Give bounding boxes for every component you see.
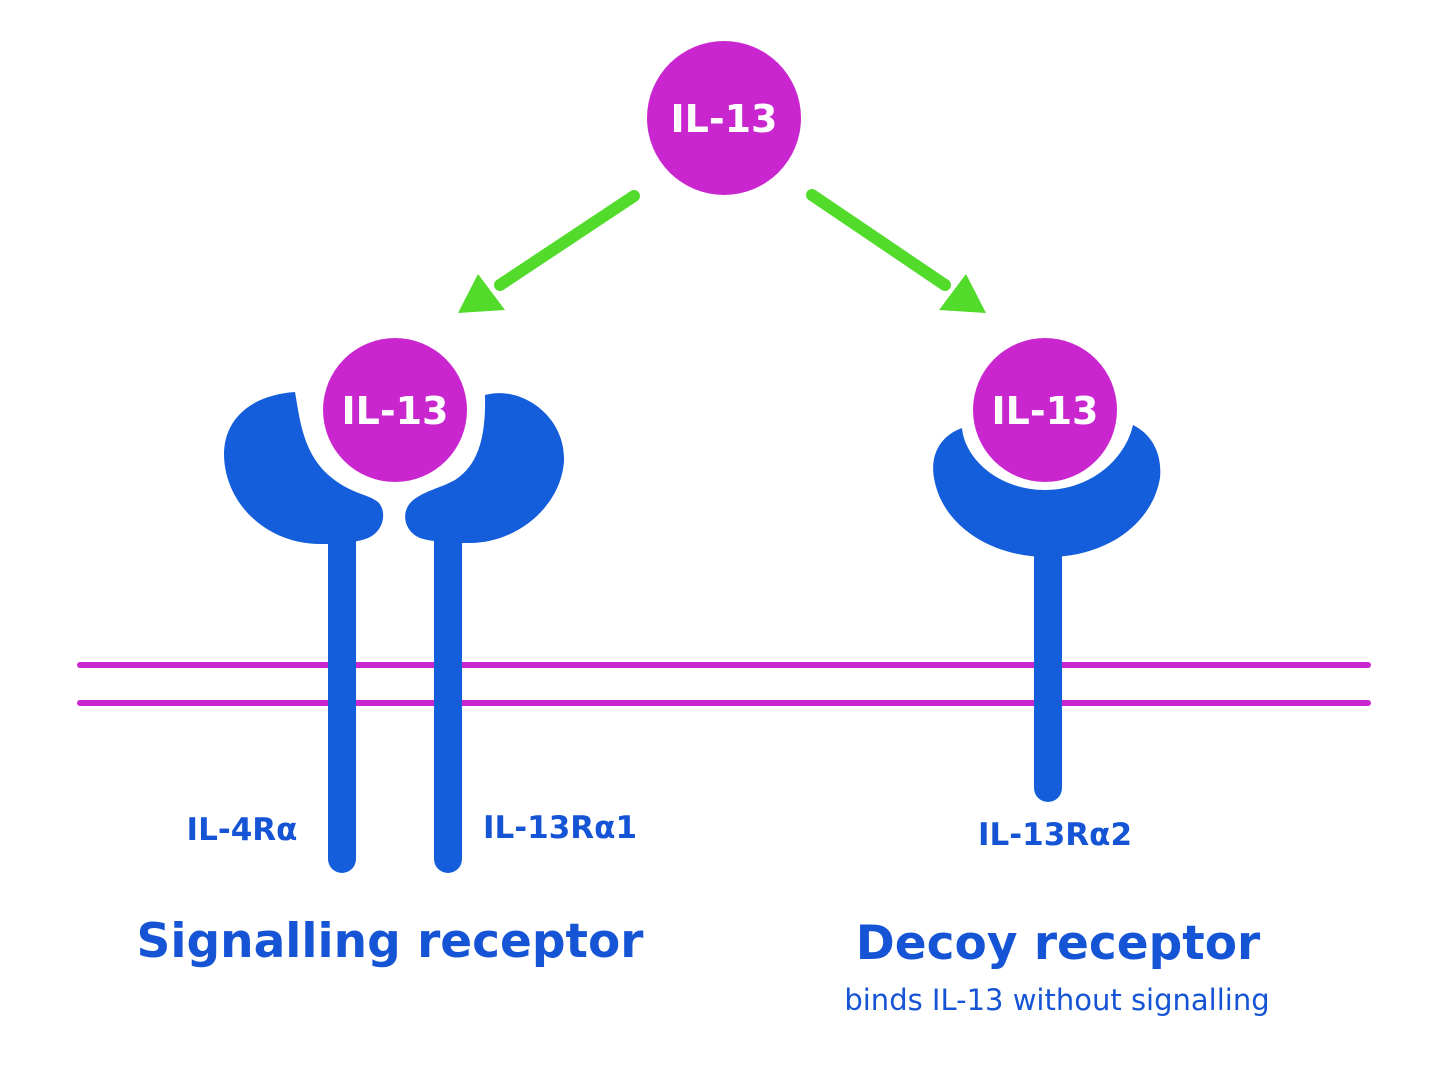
decoy-receptor-subtitle: binds IL-13 without signalling (844, 983, 1269, 1017)
arrowhead-right (939, 274, 986, 313)
binding-arrows (458, 189, 986, 313)
il13ra2-stalk (1034, 530, 1062, 802)
signalling-receptor-title: Signalling receptor (137, 914, 645, 969)
decoy-bound-il13: IL-13 (973, 338, 1117, 482)
decoy-receptor-title: Decoy receptor (856, 916, 1261, 971)
il13ra1-extracellular-domain (405, 393, 565, 543)
il4ra-label: IL-4Rα (187, 812, 298, 848)
arrow-to-decoy (806, 189, 986, 313)
signalling-bound-il13: IL-13 (323, 338, 467, 482)
arrow-to-signalling (458, 190, 640, 313)
il13ra1-chain (405, 393, 565, 873)
decoy-receptor: IL-13 IL-13Rα2 Decoy receptor binds IL-1… (844, 338, 1270, 1017)
decoy-il13-label: IL-13 (991, 389, 1098, 433)
signalling-receptor: IL-13 IL-4Rα IL-13Rα1 Signalling recepto… (137, 338, 645, 969)
il4ra-stalk (328, 525, 356, 873)
cell-membrane (77, 662, 1371, 706)
il13ra1-stalk (434, 525, 462, 873)
free-il13-label: IL-13 (670, 97, 777, 141)
il4ra-chain (224, 392, 384, 873)
il13ra2-label: IL-13Rα2 (978, 817, 1132, 853)
signalling-il13-label: IL-13 (341, 389, 448, 433)
il4ra-extracellular-domain (224, 392, 384, 544)
il13ra2-extracellular-domain (933, 425, 1161, 557)
arrowhead-left (458, 274, 505, 313)
il13ra1-label: IL-13Rα1 (483, 810, 637, 846)
free-il13-ligand: IL-13 (647, 41, 801, 195)
